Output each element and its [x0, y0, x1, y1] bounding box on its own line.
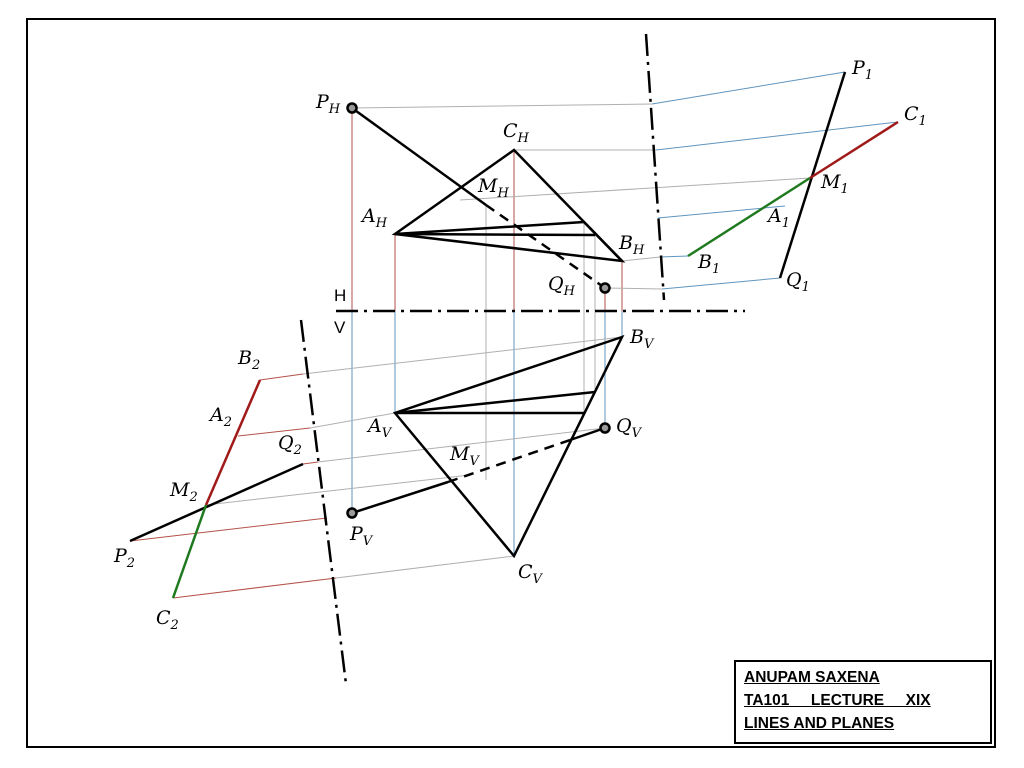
axis-label-v: V — [334, 318, 346, 337]
auxiliary-reference-line-left — [299, 319, 348, 685]
line-pq-front-view — [351, 426, 606, 515]
label-b-2: B2 — [237, 347, 260, 373]
lecture-topic: LINES AND PLANES — [744, 715, 895, 732]
reference-lines — [299, 33, 745, 685]
label-p-2: P2 — [113, 545, 135, 571]
drawing-frame — [26, 18, 996, 748]
point-marker-qv — [599, 422, 611, 434]
label-q-h: QH — [548, 273, 576, 299]
label-p-v: PV — [349, 523, 374, 549]
label-c-h: CH — [503, 120, 530, 146]
line-pq-top-view — [351, 106, 606, 290]
grey-construction-lines — [205, 103, 811, 579]
label-m-v: MV — [449, 443, 480, 469]
auxiliary-view-2 — [129, 379, 304, 599]
point-marker-pv — [346, 507, 358, 519]
label-a-2: A2 — [208, 404, 232, 430]
label-c-v: CV — [518, 561, 544, 587]
lecture-code: TA101 LECTURE XIX — [744, 692, 931, 709]
label-m-2: M2 — [169, 479, 198, 505]
label-q-2: Q2 — [278, 432, 302, 458]
label-b-h: BH — [618, 232, 645, 258]
label-c-1: C1 — [904, 103, 927, 129]
title-block: ANUPAM SAXENA TA101 LECTURE XIX LINES AN… — [734, 660, 992, 744]
label-q-1: Q1 — [786, 269, 810, 295]
label-q-v: QV — [616, 415, 643, 441]
point-marker-ph — [346, 102, 358, 114]
label-m-h: MH — [477, 175, 509, 201]
label-c-2: C2 — [156, 607, 179, 633]
red-projectors — [129, 108, 623, 599]
label-p-h: PH — [315, 91, 341, 117]
label-p-1: P1 — [851, 57, 873, 83]
label-m-1: M1 — [820, 171, 849, 197]
point-markers — [346, 102, 611, 519]
label-b-1: B1 — [697, 251, 720, 277]
front-view-triangle — [392, 334, 625, 559]
label-a-h: AH — [360, 205, 388, 231]
auxiliary-view-1 — [687, 71, 899, 279]
point-marker-qh — [599, 282, 611, 294]
top-view-triangle — [391, 148, 626, 263]
point-labels: PH CH MH AH BH QH P1 C1 M1 A1 B1 Q1 BV A… — [113, 57, 927, 633]
label-b-v: BV — [629, 326, 655, 352]
blue-projectors — [351, 71, 899, 556]
author-name: ANUPAM SAXENA — [744, 669, 880, 686]
label-a-1: A1 — [766, 205, 790, 231]
auxiliary-reference-line-right — [644, 33, 666, 301]
label-a-v: AV — [366, 415, 393, 441]
axis-label-h: H — [334, 286, 346, 305]
